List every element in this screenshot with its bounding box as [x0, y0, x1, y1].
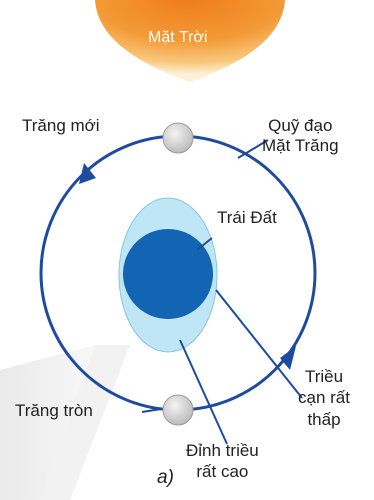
earth-label: Trái Đất	[217, 208, 277, 228]
sun-label: Mặt Trời	[148, 28, 207, 47]
low-tide-label: Triều cạn rất thấp	[298, 366, 350, 430]
earth	[123, 229, 213, 319]
panel-label: a)	[157, 467, 174, 490]
high-tide-label: Đỉnh triều rất cao	[186, 440, 259, 483]
full-moon-leader-line	[142, 409, 161, 412]
full-moon-label: Trăng tròn	[15, 401, 93, 421]
orbit-label: Quỹ đạo Mặt Trăng	[262, 116, 339, 157]
orbit-arrow-right	[280, 346, 296, 370]
high-tide-leader-line	[180, 340, 227, 444]
new-moon	[163, 123, 193, 153]
full-moon	[163, 395, 193, 425]
new-moon-label: Trăng mới	[22, 116, 100, 136]
